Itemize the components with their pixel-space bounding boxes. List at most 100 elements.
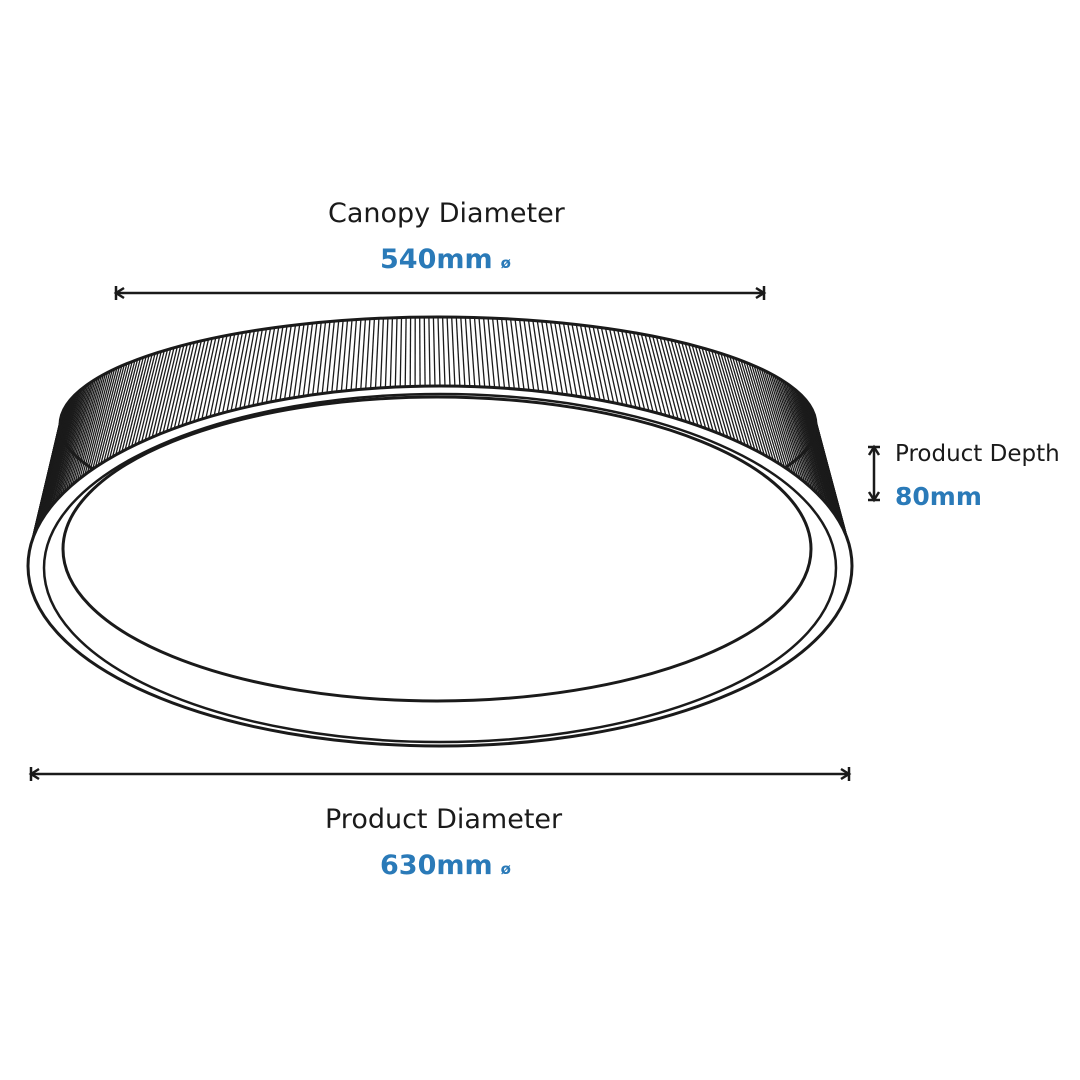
- canopy-rib: [596, 326, 615, 403]
- canopy-rib: [81, 371, 111, 477]
- canopy-rib: [441, 316, 446, 387]
- product-diameter-title: Product Diameter: [325, 804, 563, 835]
- canopy-rib: [243, 329, 259, 408]
- canopy-rib: [760, 368, 794, 474]
- canopy-rib: [428, 316, 431, 387]
- canopy-rib: [213, 334, 232, 416]
- product-diameter-number: 630mm: [380, 850, 493, 881]
- canopy-rib: [360, 318, 367, 390]
- canopy-rib: [776, 376, 810, 487]
- canopy-rib: [177, 341, 199, 428]
- canopy-rib: [455, 317, 461, 387]
- canopy-rib: [451, 317, 456, 387]
- canopy-rib: [355, 319, 362, 390]
- diameter-symbol: ø: [500, 254, 511, 272]
- canopy-rib: [437, 316, 441, 387]
- canopy-rib: [549, 321, 564, 395]
- canopy-rib: [737, 359, 769, 457]
- canopy-rib: [40, 397, 73, 521]
- canopy-rib: [63, 380, 94, 493]
- canopy-rib: [103, 362, 131, 463]
- canopy-rib: [787, 384, 823, 499]
- canopy-rib: [340, 320, 349, 392]
- product-dimension-line: [28, 767, 852, 781]
- canopy-rib: [536, 320, 549, 393]
- canopy-rib: [795, 390, 831, 509]
- canopy-rib: [628, 331, 650, 411]
- canopy-rib: [782, 380, 817, 493]
- canopy-rib: [169, 343, 192, 430]
- canopy-rib: [698, 346, 725, 436]
- canopy-rib: [94, 365, 123, 468]
- canopy-rib: [491, 318, 501, 388]
- canopy-rib: [729, 356, 759, 452]
- canopy-rib: [155, 346, 178, 436]
- canopy-rib: [554, 322, 568, 395]
- canopy-rib: [509, 318, 520, 390]
- canopy-rib: [652, 335, 675, 419]
- canopy-rib: [732, 357, 762, 454]
- canopy-rib: [265, 326, 280, 403]
- canopy-rib: [659, 337, 683, 421]
- canopy-rib: [89, 367, 118, 472]
- canopy-rib: [772, 374, 806, 483]
- canopy-rib: [148, 348, 172, 439]
- light-ring: [26, 384, 854, 748]
- canopy-rib: [217, 333, 236, 415]
- canopy-rib: [84, 370, 113, 475]
- canopy-rib: [541, 320, 554, 394]
- canopy-rib: [798, 392, 834, 513]
- canopy-rib: [38, 400, 71, 526]
- canopy-rib: [765, 371, 799, 477]
- canopy-rib: [648, 335, 671, 417]
- canopy-rib: [65, 379, 96, 491]
- canopy-rib: [54, 386, 86, 503]
- canopy-rib: [726, 355, 756, 451]
- canopy-rib: [625, 331, 646, 410]
- canopy-rib: [41, 396, 74, 519]
- canopy-rib: [115, 358, 142, 456]
- canopy-rib: [674, 340, 699, 426]
- canopy-rib: [584, 325, 601, 401]
- canopy-rib: [274, 325, 288, 402]
- canopy-rib: [487, 317, 496, 388]
- canopy-rib: [365, 318, 371, 389]
- diameter-symbol: ø: [500, 860, 511, 878]
- canopy-rib: [608, 328, 628, 406]
- canopy-rib: [663, 338, 687, 422]
- canopy-rib: [209, 335, 228, 417]
- canopy-rib: [613, 329, 633, 407]
- canopy-rib: [460, 317, 466, 387]
- canopy-rib: [802, 396, 839, 519]
- canopy-rib: [769, 373, 804, 481]
- canopy-rib: [774, 375, 808, 485]
- canopy-rib: [70, 376, 100, 487]
- canopy-rib: [701, 347, 729, 438]
- canopy-rib: [108, 360, 136, 459]
- canopy-rib: [134, 352, 159, 446]
- canopy-rib: [751, 364, 783, 466]
- canopy-rib: [714, 351, 743, 444]
- canopy-rib: [72, 375, 102, 485]
- canopy-rib: [50, 389, 83, 507]
- canopy-rib: [312, 322, 322, 395]
- product-depth-title: Product Depth: [895, 441, 1060, 467]
- canopy-rib: [500, 318, 511, 389]
- canopy-rib: [221, 333, 240, 414]
- canopy-rib: [588, 325, 606, 402]
- canopy-rib: [743, 361, 774, 461]
- canopy-rib: [55, 385, 87, 501]
- canopy-rib: [478, 317, 486, 388]
- canopy-rib: [118, 357, 144, 454]
- canopy-rib: [789, 385, 825, 501]
- canopy-rib: [558, 322, 573, 396]
- canopy-rib: [404, 317, 407, 387]
- canopy-rib: [379, 318, 385, 388]
- canopy-rib: [579, 324, 597, 400]
- canopy-rib: [92, 366, 120, 470]
- canopy-rib: [704, 348, 732, 439]
- canopy-rib: [720, 353, 750, 447]
- canopy-rib: [748, 363, 780, 464]
